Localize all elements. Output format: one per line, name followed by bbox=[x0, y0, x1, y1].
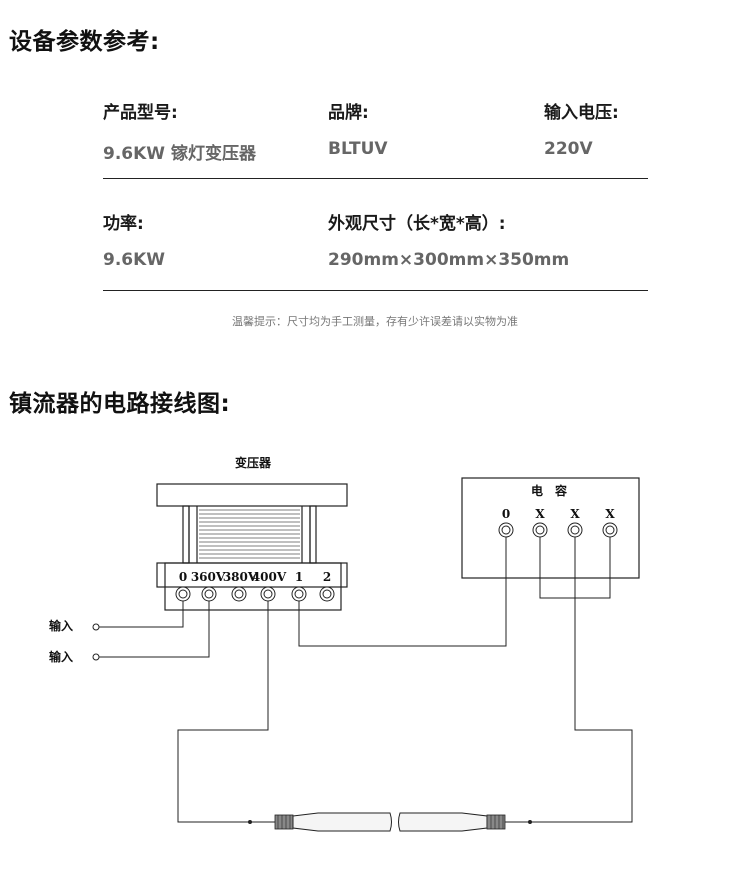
section-title-params: 设备参数参考: bbox=[9, 29, 160, 55]
capacitor-label: 电 容 bbox=[531, 483, 567, 498]
cap-terminal-label-0: 0 bbox=[502, 507, 510, 521]
lamp-glass-left bbox=[292, 812, 392, 832]
cap-terminal-x1 bbox=[532, 522, 548, 538]
lamp-end-cap-right bbox=[486, 814, 506, 830]
param-voltage-value: 220V bbox=[544, 139, 593, 159]
divider bbox=[103, 178, 648, 179]
input-label-1: 输入 bbox=[49, 618, 73, 633]
param-voltage: 输入电压: 220V bbox=[544, 98, 619, 159]
input-terminal-2 bbox=[92, 653, 100, 661]
terminal-label-1: 1 bbox=[295, 570, 303, 584]
param-model-label: 产品型号: bbox=[103, 103, 178, 123]
cap-terminal-label-x3: X bbox=[605, 507, 615, 521]
terminal-1 bbox=[291, 586, 307, 602]
wire-input-2 bbox=[97, 601, 210, 658]
cap-terminal-label-x1: X bbox=[535, 507, 545, 521]
input-label-2: 输入 bbox=[49, 649, 73, 664]
param-voltage-label: 输入电压: bbox=[544, 103, 619, 123]
transformer-core-right bbox=[309, 505, 317, 564]
terminal-360v bbox=[201, 586, 217, 602]
param-size: 外观尺寸（长*宽*高）: 290mm×300mm×350mm bbox=[328, 209, 569, 270]
param-brand: 品牌: BLTUV bbox=[328, 98, 388, 159]
lamp-glass-right bbox=[398, 812, 488, 832]
transformer-core-left bbox=[182, 505, 190, 564]
params-table: 产品型号: 9.6KW 镓灯变压器 品牌: BLTUV 输入电压: 220V 功… bbox=[103, 98, 648, 298]
param-power-label: 功率: bbox=[103, 214, 144, 234]
wire-400v-to-lamp bbox=[177, 601, 269, 823]
wire-cap-x-to-lamp bbox=[530, 537, 633, 823]
terminal-label-0: 0 bbox=[179, 570, 187, 584]
transformer-label: 变压器 bbox=[235, 455, 272, 470]
cap-terminal-0 bbox=[498, 522, 514, 538]
wire-input-1 bbox=[97, 601, 184, 628]
wiring bbox=[97, 537, 633, 823]
terminal-400v bbox=[260, 586, 276, 602]
param-model: 产品型号: 9.6KW 镓灯变压器 bbox=[103, 98, 256, 164]
terminal-0 bbox=[175, 586, 191, 602]
param-model-value: 9.6KW 镓灯变压器 bbox=[103, 144, 256, 164]
param-brand-value: BLTUV bbox=[328, 139, 388, 159]
param-power: 功率: 9.6KW bbox=[103, 209, 165, 270]
param-brand-label: 品牌: bbox=[328, 103, 369, 123]
terminal-label-360v: 360V bbox=[191, 570, 226, 584]
terminal-label-2: 2 bbox=[323, 570, 331, 584]
measurement-note: 温馨提示：尺寸均为手工测量，存有少许误差请以实物为准 bbox=[232, 315, 518, 328]
cap-terminal-label-x2: X bbox=[570, 507, 580, 521]
section-title-diagram: 镇流器的电路接线图: bbox=[9, 391, 231, 417]
capacitor-box bbox=[461, 477, 640, 579]
transformer-terminal-block bbox=[164, 562, 342, 611]
input-terminal-1 bbox=[92, 623, 100, 631]
terminal-2 bbox=[319, 586, 335, 602]
terminal-label-400v: 400V bbox=[252, 570, 287, 584]
param-size-label: 外观尺寸（长*宽*高）: bbox=[328, 214, 506, 234]
param-size-value: 290mm×300mm×350mm bbox=[328, 250, 570, 270]
transformer-top-plate bbox=[156, 483, 348, 507]
cap-terminal-x2 bbox=[567, 522, 583, 538]
terminal-label-380v: 380V bbox=[223, 570, 258, 584]
cap-terminal-x3 bbox=[602, 522, 618, 538]
divider bbox=[103, 290, 648, 291]
lamp-tube bbox=[248, 812, 532, 832]
terminal-380v bbox=[231, 586, 247, 602]
param-power-value: 9.6KW bbox=[103, 250, 166, 270]
transformer-winding bbox=[199, 509, 300, 559]
wire-1-to-cap-0 bbox=[298, 537, 507, 647]
